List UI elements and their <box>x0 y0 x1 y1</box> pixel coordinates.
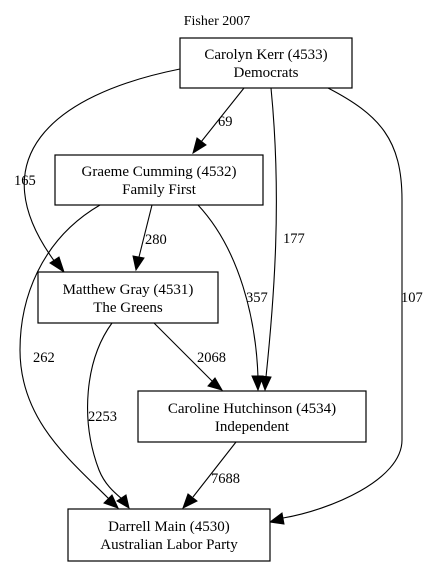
edge-kerr-gray: 165 <box>14 68 181 274</box>
node-name: Matthew Gray (4531) <box>63 282 194 298</box>
arrowhead-icon <box>259 375 272 392</box>
node-party: Independent <box>215 419 290 435</box>
arrowhead-icon <box>268 512 285 525</box>
edge-cumming-main: 262 <box>19 204 119 509</box>
edge-line <box>19 204 110 500</box>
edge-line <box>282 87 403 519</box>
node-name: Darrell Main (4530) <box>108 519 230 535</box>
edge-line <box>192 441 237 498</box>
edge-label: 262 <box>33 350 55 366</box>
edge-label: 165 <box>14 173 36 189</box>
edge-line <box>265 87 277 378</box>
node-box <box>179 37 353 89</box>
edge-label: 69 <box>218 114 233 130</box>
node-caroline-hutchinson: Caroline Hutchinson (4534) Independent <box>137 390 367 443</box>
edge-label: 107 <box>401 290 423 306</box>
node-name: Carolyn Kerr (4533) <box>204 47 327 63</box>
arrowhead-icon <box>132 255 145 272</box>
arrowhead-icon <box>192 137 207 155</box>
node-box <box>137 390 367 443</box>
edge-label: 2068 <box>197 350 226 366</box>
node-carolyn-kerr: Carolyn Kerr (4533) Democrats <box>179 37 353 89</box>
edge-label: 2253 <box>88 409 117 425</box>
node-party: The Greens <box>93 300 163 316</box>
edge-kerr-hutchinson: 177 <box>259 87 305 392</box>
edge-line <box>153 322 213 382</box>
arrowhead-icon <box>182 493 198 510</box>
node-darrell-main: Darrell Main (4530) Australian Labor Par… <box>67 508 271 562</box>
node-box <box>67 508 271 562</box>
edge-gray-main: 2253 <box>87 322 130 510</box>
node-box <box>54 154 264 206</box>
edge-kerr-main: 107 <box>268 87 423 525</box>
edge-line <box>197 204 259 378</box>
edge-gray-hutchinson: 2068 <box>153 322 226 391</box>
arrowhead-icon <box>49 256 65 274</box>
node-party: Australian Labor Party <box>100 537 238 553</box>
edge-label: 177 <box>283 231 305 247</box>
node-party: Family First <box>122 182 197 198</box>
node-name: Caroline Hutchinson (4534) <box>168 401 336 417</box>
arrowhead-icon <box>103 494 119 509</box>
diagram-title: Fisher 2007 <box>184 14 251 29</box>
edge-hutchinson-main: 7688 <box>182 441 240 510</box>
arrowhead-icon <box>116 494 130 510</box>
node-box <box>37 271 219 324</box>
edge-line <box>138 204 153 258</box>
edge-line <box>23 68 181 263</box>
edge-cumming-gray: 280 <box>132 204 167 272</box>
node-matthew-gray: Matthew Gray (4531) The Greens <box>37 271 219 324</box>
node-name: Graeme Cumming (4532) <box>82 164 237 180</box>
edge-line <box>200 87 245 143</box>
arrowhead-icon <box>207 377 224 391</box>
edge-kerr-cumming: 69 <box>192 87 245 155</box>
edge-label: 357 <box>246 290 268 306</box>
node-graeme-cumming: Graeme Cumming (4532) Family First <box>54 154 264 206</box>
edge-cumming-hutchinson: 357 <box>197 204 268 392</box>
node-party: Democrats <box>234 65 299 81</box>
arrowhead-icon <box>251 375 264 392</box>
edge-label: 280 <box>145 232 167 248</box>
edge-label: 7688 <box>211 471 240 487</box>
edge-line <box>87 322 123 500</box>
